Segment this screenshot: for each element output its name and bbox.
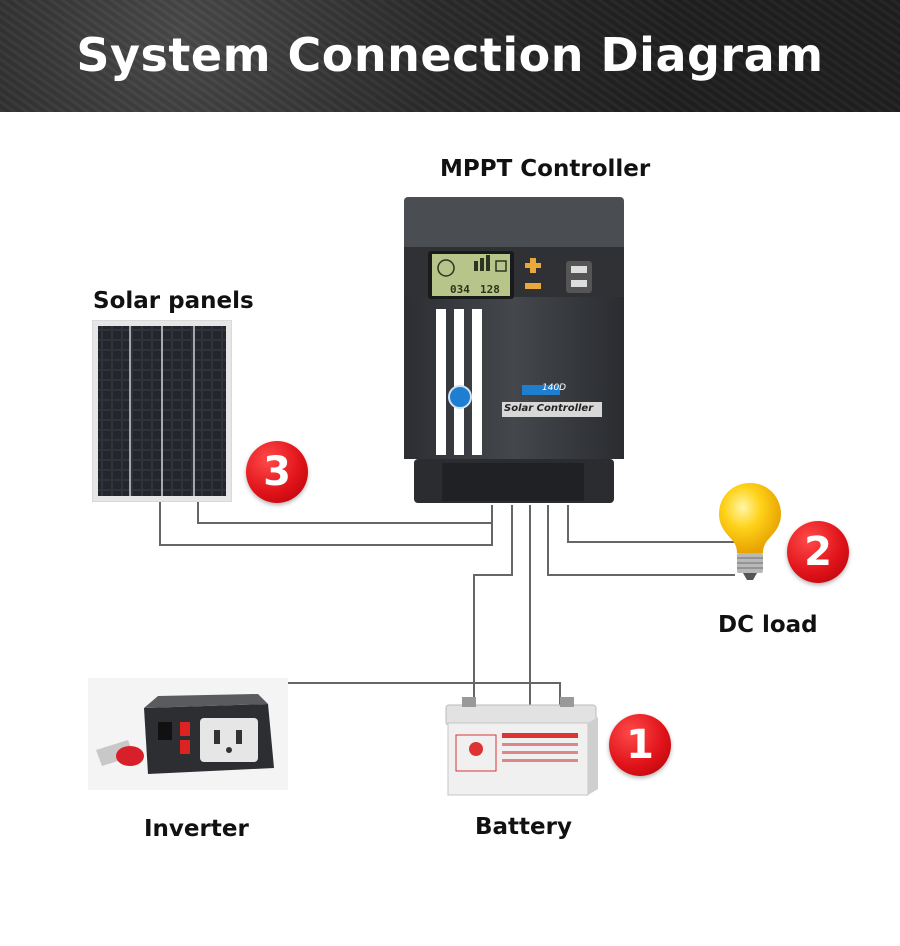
badge-2: 2	[787, 521, 849, 583]
mppt-controller-image: 034 128 140D Solar Controller	[404, 197, 624, 513]
solar-panel-image	[91, 319, 233, 506]
badge-3: 3	[246, 441, 308, 503]
inverter-label: Inverter	[144, 816, 249, 842]
lcd-left-value: 034	[450, 283, 470, 296]
lcd-right-value: 128	[480, 283, 500, 296]
light-bulb-icon	[717, 481, 783, 585]
inverter-image	[88, 678, 288, 794]
title-banner: System Connection Diagram	[0, 0, 900, 112]
dc-load-label: DC load	[718, 612, 818, 638]
battery-label: Battery	[475, 814, 572, 840]
controller-model-label: 140D	[542, 383, 567, 393]
solar-panels-label: Solar panels	[93, 288, 254, 314]
load-wire-a	[567, 505, 735, 543]
controller-plate-label: Solar Controller	[504, 403, 594, 414]
load-wire-b	[547, 505, 735, 576]
battery-image	[442, 693, 602, 802]
diagram-title: System Connection Diagram	[76, 28, 824, 82]
battery-wire-a	[473, 505, 513, 705]
controller-label: MPPT Controller	[440, 156, 651, 182]
solar-wire-b	[159, 500, 493, 546]
badge-1: 1	[609, 714, 671, 776]
